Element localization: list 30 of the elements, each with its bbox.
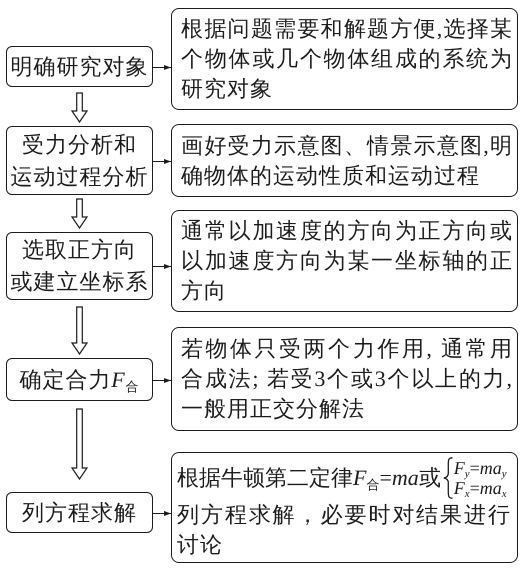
arrow [152, 159, 172, 164]
step-label: 受力分析和运动过程分析 [10, 130, 150, 190]
hollow-arrow [70, 198, 88, 230]
description-box [171, 124, 518, 197]
step-box [6, 492, 153, 533]
description-text: 根据问题需要和解题方便,选择某个物体或几个物体组成的系统为研究对象 [181, 15, 513, 103]
arrow [152, 264, 172, 269]
step-box [6, 46, 153, 87]
description-text: 通常以加速度的方向为正方向或以加速度方向为某一坐标轴的正方向 [181, 217, 513, 305]
step-label: 列方程求解 [21, 498, 138, 526]
description-box [171, 452, 518, 563]
step-label: 明确研究对象 [10, 52, 150, 80]
arrow [152, 378, 172, 383]
description-box [171, 210, 518, 312]
hollow-arrow [70, 408, 88, 480]
description-box [171, 327, 518, 431]
step-label: 确定合力F$_{合}$ [18, 366, 141, 396]
formula-text: 根据牛顿第二定律F$_{合}$=ma或 [177, 464, 441, 492]
equation-text: F$_{x}$=ma$_{x}$ [454, 478, 507, 498]
step-box [6, 358, 153, 401]
description-text: 若物体只受两个力作用, 通常用合成法; 若受3个或3个以上的力, 一般用正交分解法 [181, 335, 513, 423]
hollow-arrow [70, 92, 88, 124]
arrow [152, 65, 172, 70]
description-box [171, 8, 518, 110]
description-text: 画好受力示意图、情景示意图,明确物体的运动性质和运动过程 [181, 132, 513, 190]
step-label: 选取正方向或建立坐标系 [10, 236, 150, 296]
description-text: 列方程求解，必要时对结果进行讨论 [177, 500, 511, 558]
arrow [152, 511, 172, 516]
hollow-arrow [70, 306, 88, 356]
equation-text: F$_{y}$=ma$_{y}$ [454, 458, 507, 478]
